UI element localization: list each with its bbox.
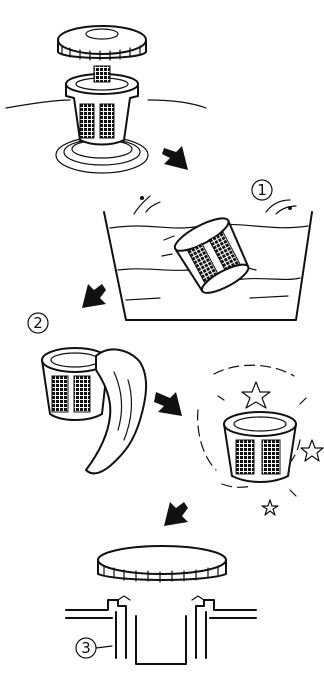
remove-filter-illustration <box>6 26 206 173</box>
clean-filter-illustration <box>198 365 323 515</box>
sparkle-icon <box>262 500 278 515</box>
arrow-right-icon <box>154 392 182 416</box>
step-3-label: 3 <box>81 639 91 657</box>
arrow-down-left-icon <box>82 284 106 308</box>
step-1-label: 1 <box>257 181 267 199</box>
reinstall-cap-illustration <box>66 546 256 664</box>
arrow-down-right-icon <box>162 146 188 170</box>
step-2-label: 2 <box>33 314 43 332</box>
sparkle-icon <box>301 440 323 461</box>
wipe-filter-illustration <box>42 348 146 473</box>
arrow-down-left-icon <box>164 502 188 526</box>
wash-filter-illustration <box>104 196 312 320</box>
sparkle-icon <box>242 382 270 408</box>
